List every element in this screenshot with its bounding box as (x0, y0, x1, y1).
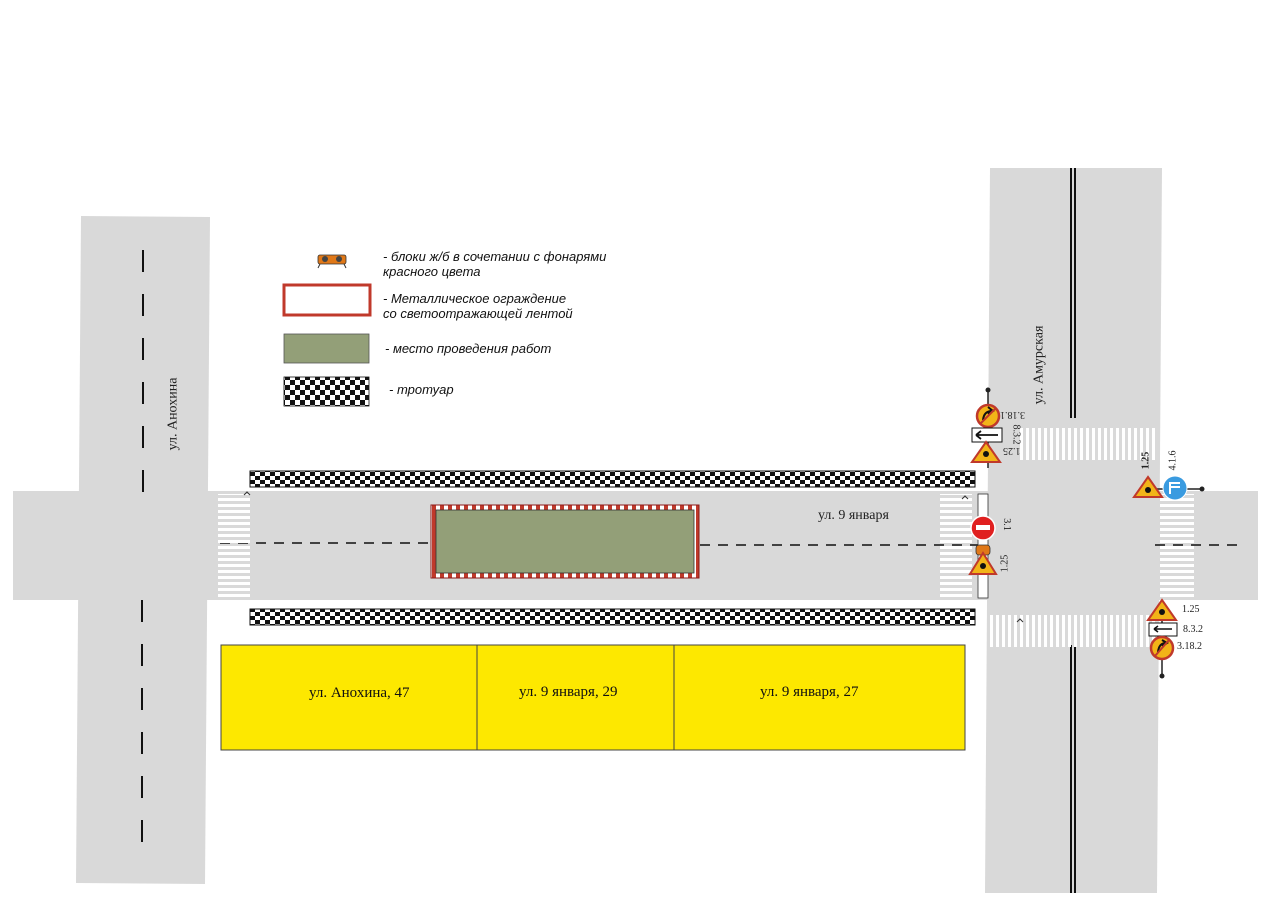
legend-work-area-text: - место проведения работ (385, 341, 552, 356)
crosswalk-anokhina (218, 494, 250, 597)
work-area (435, 509, 695, 574)
crosswalk-amurskaya-north (1020, 428, 1158, 460)
building-9-yanvarya-29 (476, 644, 675, 751)
building-anokhina-47 (220, 644, 478, 751)
street-label-9-yanvarya: ул. 9 января (818, 508, 889, 523)
sign-code-1-25-mid: 1.25 (999, 554, 1011, 573)
legend-blocks-text-1: - блоки ж/б в сочетании с фонарями (383, 249, 607, 264)
sign-code-4-1-6: 4.1.6 (1167, 450, 1179, 471)
building-label-anokhina-47: ул. Анохина, 47 (309, 685, 410, 701)
sign-code-3-18-2: 3.18.2 (1177, 641, 1202, 652)
crosswalk-amurskaya-east (1160, 494, 1194, 597)
legend-blocks-icon (317, 254, 347, 269)
legend-fence-text-1: - Металлическое ограждение (383, 291, 567, 306)
crosswalk-yanvarya-east (940, 494, 972, 597)
building-9-yanvarya-27 (673, 644, 966, 751)
sign-group-east (1132, 475, 1205, 501)
sign-group-north (970, 387, 1003, 468)
legend-blocks-text-2: красного цвета (383, 264, 481, 279)
street-label-anokhina: ул. Анохина (165, 377, 181, 451)
legend-sidewalk-symbol (283, 376, 370, 407)
legend-fence-symbol (282, 283, 372, 317)
legend-sidewalk-text: - тротуар (389, 382, 454, 397)
road-amurskaya (985, 168, 1162, 893)
sign-code-1-25-right: 1.25 (1140, 451, 1152, 470)
building-label-9-yanvarya-29: ул. 9 января, 29 (519, 684, 618, 700)
sign-code-1-25-top: 1.25 (1003, 445, 1021, 456)
sign-group-closure (968, 515, 998, 575)
building-label-9-yanvarya-27: ул. 9 января, 27 (760, 684, 859, 700)
sign-code-1-25-bottom: 1.25 (1182, 604, 1200, 615)
sign-code-8-3-2-top: 8.3.2 (1010, 424, 1022, 445)
sign-code-3-18-1: 3.18.1 (1000, 409, 1025, 420)
sidewalk-north (249, 470, 976, 488)
sidewalk-south (249, 608, 976, 626)
crosswalk-amurskaya-south (990, 615, 1155, 647)
sign-group-south (1146, 598, 1178, 679)
sign-code-3-1: 3.1 (1000, 518, 1012, 531)
legend-work-area-symbol (283, 333, 370, 364)
street-label-amurskaya: ул. Амурская (1031, 325, 1047, 405)
sign-code-8-3-2-bottom: 8.3.2 (1183, 624, 1203, 635)
legend-fence-text-2: со светоотражающей лентой (383, 306, 573, 321)
